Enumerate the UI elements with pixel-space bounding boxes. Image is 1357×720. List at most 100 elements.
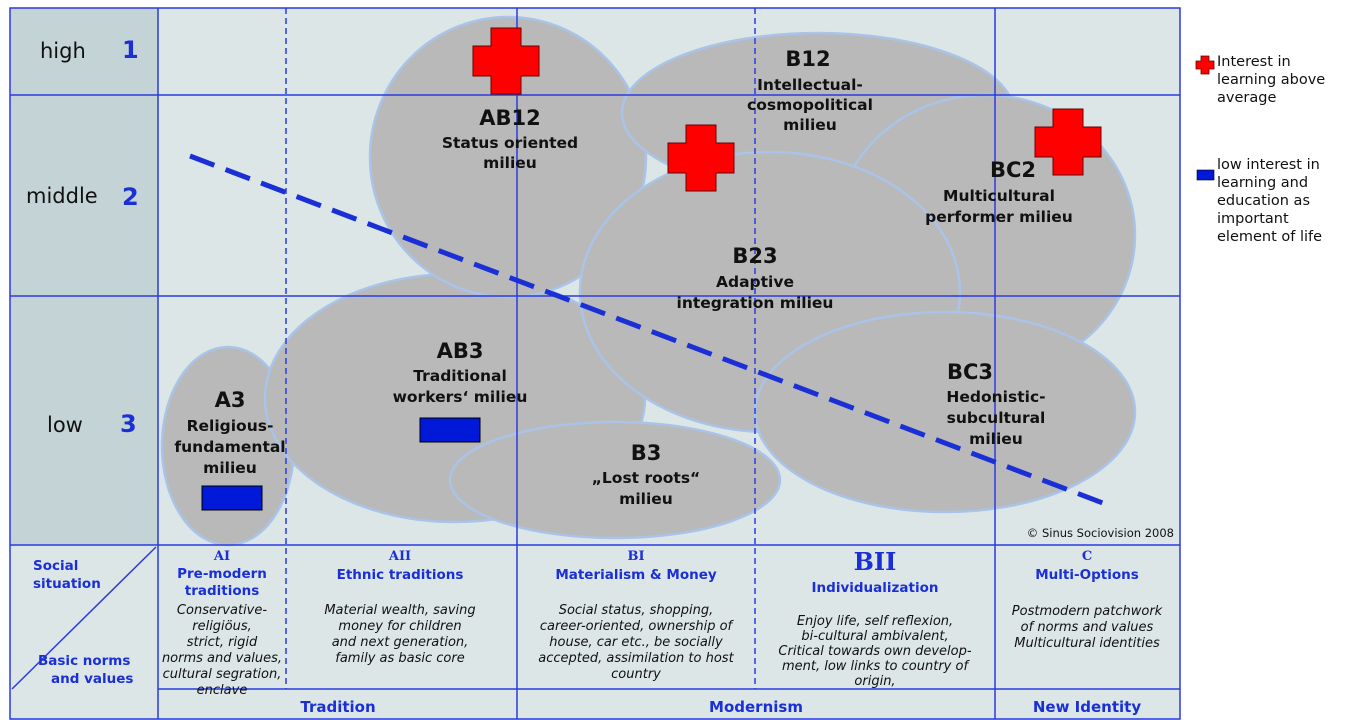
milieu-label-bc3: BC3 Hedonistic- subcultural milieu — [946, 360, 1045, 448]
footer-tradition: Tradition — [300, 698, 375, 716]
milieu-label-b12: B12 Intellectual- cosmopolitical milieu — [747, 47, 873, 134]
column-desc-line: ment, low links to country of — [782, 659, 970, 674]
milieu-name-line: milieu — [783, 116, 837, 134]
milieu-label-ab3: AB3 Traditional workers‘ milieu — [393, 339, 528, 406]
column-desc-line: religiöus, — [192, 619, 252, 634]
row-label-text: low — [47, 413, 83, 437]
row-number: 3 — [120, 410, 137, 438]
column-desc-line: Social status, shopping, — [559, 603, 714, 618]
column-code: BI — [627, 549, 644, 564]
row-label-text: high — [40, 39, 86, 63]
column-desc-line: Critical towards own develop- — [778, 644, 971, 659]
row-number: 1 — [122, 36, 139, 64]
column-desc-line: cultural segration, — [163, 667, 282, 682]
cross-marker-ab12 — [472, 27, 540, 95]
milieu-code: BC2 — [990, 158, 1036, 182]
column-desc-line: norms and values, — [162, 651, 282, 666]
legend-cross-icon — [1195, 55, 1215, 75]
legend-text-line: Interest in — [1217, 54, 1291, 70]
column-ai: AI Pre-modern traditions Conservative- r… — [162, 549, 282, 698]
legend-text-line: important — [1217, 211, 1289, 227]
axis-social-situation: Social situation — [33, 558, 101, 592]
footer-new-identity: New Identity — [1033, 698, 1141, 716]
column-desc-line: accepted, assimilation to host — [538, 651, 734, 666]
column-desc-line: career-oriented, ownership of — [540, 619, 735, 634]
legend-bar-icon — [1196, 169, 1215, 181]
milieu-name-line: cosmopolitical — [747, 96, 873, 114]
milieu-code: BC3 — [947, 360, 993, 384]
column-code: AII — [388, 549, 411, 564]
legend-text-line: element of life — [1217, 229, 1322, 245]
column-desc-line: Multicultural identities — [1014, 636, 1160, 651]
milieu-name-line: milieu — [969, 430, 1023, 448]
column-c: C Multi-Options Postmodern patchwork of … — [1012, 549, 1163, 651]
column-desc-line: country — [611, 667, 661, 682]
milieu-code: AB12 — [479, 106, 540, 130]
milieu-blobs — [160, 15, 1137, 547]
column-code: BII — [854, 547, 897, 576]
column-title-line: Ethnic traditions — [337, 567, 464, 583]
row-label-high: high 1 — [40, 36, 139, 64]
milieu-code: B3 — [631, 441, 662, 465]
milieu-name-line: fundamental — [174, 438, 285, 456]
footer-modernism: Modernism — [709, 698, 803, 716]
row-number: 2 — [122, 183, 139, 211]
milieu-label-ab12: AB12 Status oriented milieu — [442, 106, 578, 172]
milieu-label-b3: B3 „Lost roots“ milieu — [592, 441, 701, 508]
column-code: C — [1082, 549, 1092, 564]
milieu-name-line: Religious- — [187, 417, 274, 435]
milieu-code: B23 — [732, 244, 777, 268]
milieu-code: AB3 — [437, 339, 484, 363]
milieu-name-line: Hedonistic- — [946, 388, 1045, 406]
blob-bc3 — [753, 310, 1137, 514]
column-title-line: Pre-modern — [177, 566, 267, 582]
milieu-name-line: milieu — [483, 154, 537, 172]
bar-marker-a3 — [201, 485, 263, 511]
axis-label-line: Social — [33, 558, 78, 574]
milieu-name-line: workers‘ milieu — [393, 388, 528, 406]
legend-text-line: learning and — [1217, 175, 1308, 191]
column-desc-line: enclave — [197, 683, 248, 698]
legend-low-interest: low interest in learning and education a… — [1196, 157, 1322, 245]
milieu-name-line: Status oriented — [442, 134, 578, 152]
column-title-line: Multi-Options — [1035, 567, 1139, 583]
column-code: AI — [213, 549, 230, 564]
column-aii: AII Ethnic traditions Material wealth, s… — [324, 549, 475, 666]
axis-label-line: situation — [33, 576, 101, 592]
column-desc-line: bi-cultural ambivalent, — [801, 629, 948, 644]
column-title-line: Materialism & Money — [555, 567, 717, 583]
milieu-name-line: Intellectual- — [757, 76, 863, 94]
milieu-name-line: subcultural — [947, 409, 1046, 427]
axis-basic-norms: Basic norms and values — [38, 653, 133, 687]
axis-label-line: and values — [51, 671, 133, 687]
milieu-label-bc2: BC2 Multicultural performer milieu — [925, 158, 1073, 226]
column-desc-line: Conservative- — [177, 603, 267, 618]
milieu-name-line: performer milieu — [925, 208, 1073, 226]
row-label-column — [10, 8, 158, 545]
legend-text-line: low interest in — [1217, 157, 1320, 173]
milieu-name-line: milieu — [619, 490, 673, 508]
milieu-label-b23: B23 Adaptive integration milieu — [677, 244, 834, 312]
milieu-name-line: integration milieu — [677, 294, 834, 312]
legend-above-average: Interest in learning above average — [1195, 54, 1325, 106]
row-label-middle: middle 2 — [26, 183, 139, 211]
legend-text-line: education as — [1217, 193, 1310, 209]
blob-b3 — [448, 420, 782, 540]
column-desc-line: Postmodern patchwork — [1012, 604, 1163, 619]
column-desc-line: Material wealth, saving — [324, 603, 475, 618]
axis-label-line: Basic norms — [38, 653, 130, 669]
milieu-name-line: Multicultural — [943, 187, 1055, 205]
column-desc-line: family as basic core — [335, 651, 464, 666]
grid-lines — [9, 7, 1181, 720]
column-title-line: traditions — [185, 583, 260, 599]
milieu-code: A3 — [215, 388, 246, 412]
column-desc-line: house, car etc., be socially — [549, 635, 723, 650]
cross-marker-b23 — [667, 124, 735, 192]
bar-marker-ab3 — [419, 417, 481, 443]
column-desc-line: Enjoy life, self reflexion, — [797, 614, 953, 629]
cross-markers — [472, 27, 1102, 192]
trend-dashed-line — [189, 153, 1109, 508]
milieu-name-line: „Lost roots“ — [592, 469, 701, 487]
milieu-name-line: Adaptive — [716, 273, 794, 291]
